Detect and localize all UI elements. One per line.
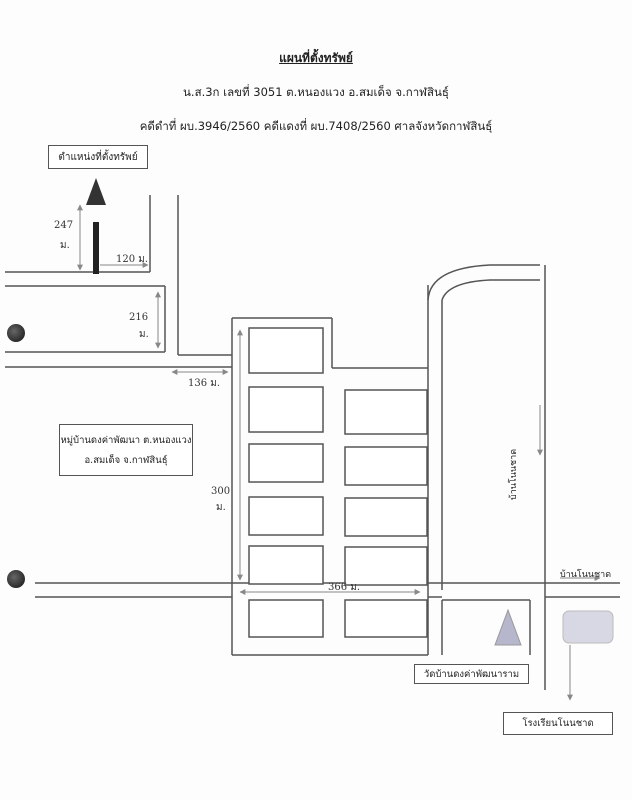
property-marker-stem [93, 222, 99, 274]
temple-label: วัดบ้านดงค่าพัฒนาราม [414, 664, 529, 684]
curved-road [441, 279, 540, 301]
temple-icon [494, 608, 522, 646]
house-block [248, 386, 324, 433]
house-block [248, 496, 324, 536]
property-marker-triangle [86, 178, 106, 205]
case-info: คดีดำที่ ผบ.3946/2560 คดีแดงที่ ผบ.7408/… [139, 119, 493, 133]
page-title: แผนที่ตั้งทรัพย์ [279, 51, 353, 65]
measure-216: 216 [129, 312, 149, 323]
measure-300: 300 [211, 486, 231, 497]
deed-info: น.ส.3ก เลขที่ 3051 ต.หนองแวง อ.สมเด็จ จ.… [183, 85, 449, 99]
measure-247: 247 [54, 220, 74, 231]
curved-road [427, 264, 540, 301]
house-block [344, 446, 428, 486]
village-label: หมู่บ้านดงค่าพัฒนา ต.หนองแวง อ.สมเด็จ จ.… [59, 424, 193, 476]
house-block [248, 327, 324, 374]
school-icon [562, 610, 614, 644]
road-label-horizontal: บ้านโนนชาด [560, 570, 612, 580]
village-label-line2: อ.สมเด็จ จ.กาฬสินธุ์ [84, 454, 168, 466]
punch-hole [7, 324, 25, 342]
measure-300-unit: ม. [216, 502, 226, 513]
measure-247-unit: ม. [60, 240, 70, 251]
house-block [248, 599, 324, 638]
school-label: โรงเรียนโนนชาด [503, 712, 613, 735]
punch-hole [7, 570, 25, 588]
road-label-vertical: บ้านโนนชาด [509, 448, 519, 500]
house-block [248, 545, 324, 585]
property-location-label: ตำแหน่งที่ตั้งทรัพย์ [48, 145, 148, 169]
house-block [344, 389, 428, 435]
house-block [248, 443, 324, 483]
village-label-line1: หมู่บ้านดงค่าพัฒนา ต.หนองแวง [60, 434, 192, 446]
house-block [344, 497, 428, 537]
house-block [344, 546, 428, 586]
measure-366: 366 ม. [328, 582, 361, 593]
house-block [344, 599, 428, 638]
measure-120: 120 ม. [116, 254, 149, 265]
measure-136: 136 ม. [188, 378, 221, 389]
measure-216-unit: ม. [139, 329, 149, 340]
